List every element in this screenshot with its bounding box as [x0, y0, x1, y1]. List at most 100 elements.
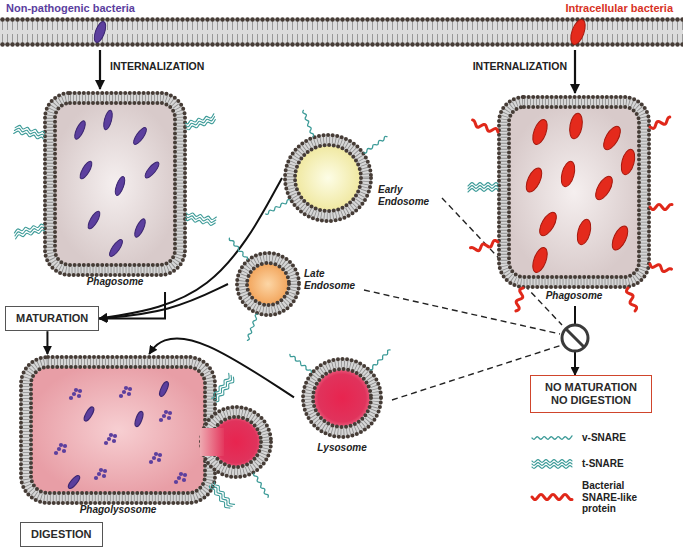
bacterial-fragment	[97, 472, 101, 476]
snare-protein	[532, 460, 572, 463]
early-endosome: Early Endosome	[282, 128, 432, 228]
legend-text: t-SNARE	[582, 458, 658, 470]
snare-protein	[532, 495, 572, 500]
annotation-label: Intracellular bacteria	[565, 2, 673, 14]
bacterium	[107, 238, 124, 258]
snare-protein	[185, 219, 215, 226]
bacterial-fragment	[152, 456, 156, 460]
bacterium	[82, 406, 95, 423]
prohibition-sign	[562, 325, 588, 351]
bacterial-fragment	[102, 474, 106, 478]
legend-text: Bacterial SNARE-like protein	[582, 480, 658, 515]
snare-protein	[15, 125, 45, 133]
bacterial-fragment	[128, 387, 132, 391]
bacterial-fragment	[69, 396, 73, 400]
bacterium	[609, 224, 631, 253]
membrane	[31, 367, 205, 493]
snare-protein	[626, 288, 636, 311]
snare-protein	[216, 377, 234, 402]
bacterium	[575, 218, 593, 246]
bacterium	[73, 119, 88, 140]
snare-protein	[468, 183, 498, 186]
snare-protein	[15, 227, 44, 236]
bacterium	[600, 124, 623, 153]
membrane	[26, 362, 210, 498]
snare-protein	[210, 486, 230, 508]
legend-item: v-SNARE	[528, 428, 658, 448]
bacterial-fragment	[149, 460, 153, 464]
membrane	[242, 258, 294, 310]
snare-protein	[247, 314, 257, 340]
membrane	[509, 107, 639, 277]
node-label: Early Endosome	[378, 184, 436, 207]
bacterium	[530, 246, 550, 275]
bacterial-fragment	[99, 468, 103, 472]
node-label: Phagosome	[87, 276, 144, 288]
bacterial-fragment	[124, 386, 128, 390]
bacterium	[143, 160, 161, 180]
bacterium	[92, 20, 108, 44]
bacterial-fragment	[78, 389, 82, 393]
bacterial-fragment	[119, 394, 123, 398]
bacterial-fragment	[174, 480, 178, 484]
bacterial-fragment	[168, 411, 172, 415]
snare-protein	[364, 136, 387, 153]
annotation-label: INTERNALIZATION	[473, 60, 567, 72]
membrane	[499, 97, 649, 287]
bacterial-fragment	[62, 449, 66, 453]
bacterium	[568, 112, 584, 140]
bacterial-fragment	[54, 451, 58, 455]
bacterial-fragment	[103, 469, 107, 473]
bacterial-fragment	[164, 410, 168, 414]
plasma-membrane	[0, 16, 683, 48]
bacterial-fragment	[57, 447, 61, 451]
snare-protein	[468, 186, 498, 189]
node-label: NO MATURATION NO DIGESTION	[541, 381, 641, 407]
internalization-arrow	[99, 50, 101, 89]
node-label: Lysosome	[317, 442, 366, 454]
membrane	[285, 135, 371, 221]
snare-protein	[473, 120, 498, 132]
legend: v-SNARE t-SNARE Bacterial SNARE-like prote…	[528, 428, 658, 521]
bacterial-fragment	[167, 416, 171, 420]
bacterial-fragment	[112, 439, 116, 443]
bacterium	[530, 118, 550, 147]
snare-protein	[290, 354, 311, 372]
annotation-label: INTERNALIZATION	[110, 60, 204, 72]
bacterium	[619, 148, 637, 176]
membrane	[45, 93, 185, 275]
snare-protein	[14, 224, 43, 233]
membrane	[290, 140, 366, 216]
membrane	[201, 407, 271, 477]
bacterium	[559, 160, 577, 188]
snare-protein	[532, 466, 572, 469]
late-endosome: Late Endosome	[228, 240, 358, 320]
snare-protein	[303, 110, 314, 136]
membrane	[313, 369, 371, 427]
membrane	[50, 98, 180, 270]
membrane	[308, 364, 376, 432]
snare-protein	[16, 230, 45, 239]
bacterial-fragment	[157, 458, 161, 462]
membrane	[303, 359, 381, 437]
bacterial-fragment	[107, 437, 111, 441]
snare-protein	[187, 120, 216, 130]
bacterium	[86, 210, 102, 231]
bacterial-fragment	[182, 478, 186, 482]
outcome-box: NO MATURATION NO DIGESTION	[530, 375, 652, 413]
phagosome: Phagosome	[28, 88, 198, 292]
membrane	[504, 102, 644, 282]
connector	[99, 284, 228, 319]
bacterial-fragment	[63, 444, 67, 448]
bacterium	[592, 174, 615, 203]
fusion-pore	[200, 428, 224, 456]
annotation-label: Non-pathogenic bacteria	[6, 2, 135, 14]
membrane	[504, 102, 644, 282]
bacterial-fragment	[104, 441, 108, 445]
snare-protein	[254, 473, 269, 497]
bacterial-fragment	[72, 392, 76, 396]
bacterial-fragment	[158, 453, 162, 457]
membrane	[237, 253, 299, 315]
